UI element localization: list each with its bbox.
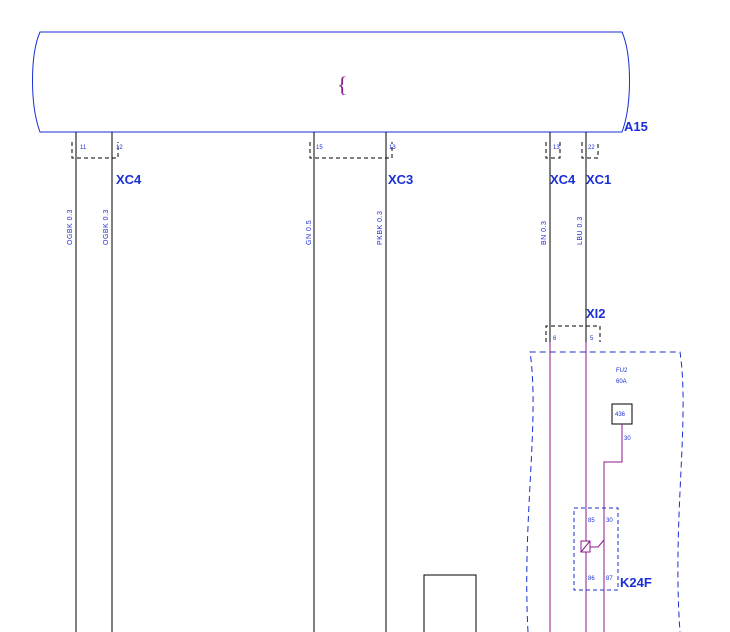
connector-xi2-box bbox=[545, 325, 601, 342]
relay-pin-87: 87 bbox=[606, 576, 613, 582]
xc3-pin-1: 15 bbox=[316, 145, 323, 151]
xc1-pin: 22 bbox=[588, 145, 595, 151]
connector-xc4-left-label: XC4 bbox=[116, 172, 142, 187]
fuse-terminal: 30 bbox=[624, 436, 631, 442]
relay-pin-86: 86 bbox=[588, 576, 595, 582]
fuse-code: 436 bbox=[615, 412, 626, 418]
xc4-left-pin-1: 11 bbox=[80, 145, 87, 151]
fuse-box-outline bbox=[526, 351, 684, 632]
fuse-id: FU2 bbox=[616, 368, 628, 374]
connector-xc1-box bbox=[581, 142, 599, 159]
wire-label-2: OGBK 0.3 bbox=[103, 209, 110, 245]
relay-switch bbox=[590, 539, 605, 548]
connector-xc4-right-label: XC4 bbox=[550, 172, 576, 187]
module-a15-outline bbox=[32, 31, 630, 133]
xc4-right-pin: 13 bbox=[553, 145, 560, 151]
relay-pin-85: 85 bbox=[588, 518, 595, 524]
connector-xc1-label: XC1 bbox=[586, 172, 611, 187]
connector-xc4-left-box bbox=[71, 142, 119, 159]
fuse-to-relay-wire bbox=[603, 424, 623, 632]
xi2-pin-2: 5 bbox=[590, 336, 594, 342]
module-symbol: { bbox=[337, 72, 348, 97]
wire-label-6: LBU 0.3 bbox=[577, 216, 584, 245]
module-a15-label: A15 bbox=[624, 119, 648, 134]
wire-label-3: GN 0.5 bbox=[306, 220, 313, 245]
relay-coil-diag bbox=[580, 540, 591, 553]
fuse-rating: 60A bbox=[616, 379, 627, 385]
component-box bbox=[423, 574, 477, 632]
relay-pin-30: 30 bbox=[606, 518, 613, 524]
xc3-pin-2: 13 bbox=[389, 145, 396, 151]
connector-xi2-label: XI2 bbox=[586, 306, 606, 321]
wire-label-5: BN 0.3 bbox=[541, 221, 548, 245]
wire-label-4: PKBK 0.3 bbox=[377, 211, 384, 245]
connector-xc4-right-box bbox=[545, 142, 561, 159]
wire-label-1: OGBK 0.3 bbox=[67, 209, 74, 245]
relay-box bbox=[573, 507, 619, 591]
xi2-pin-1: 6 bbox=[553, 336, 557, 342]
relay-label: K24F bbox=[620, 575, 652, 590]
connector-xc3-box bbox=[309, 142, 393, 159]
connector-xc3-label: XC3 bbox=[388, 172, 413, 187]
xc4-left-pin-2: 12 bbox=[116, 145, 123, 151]
